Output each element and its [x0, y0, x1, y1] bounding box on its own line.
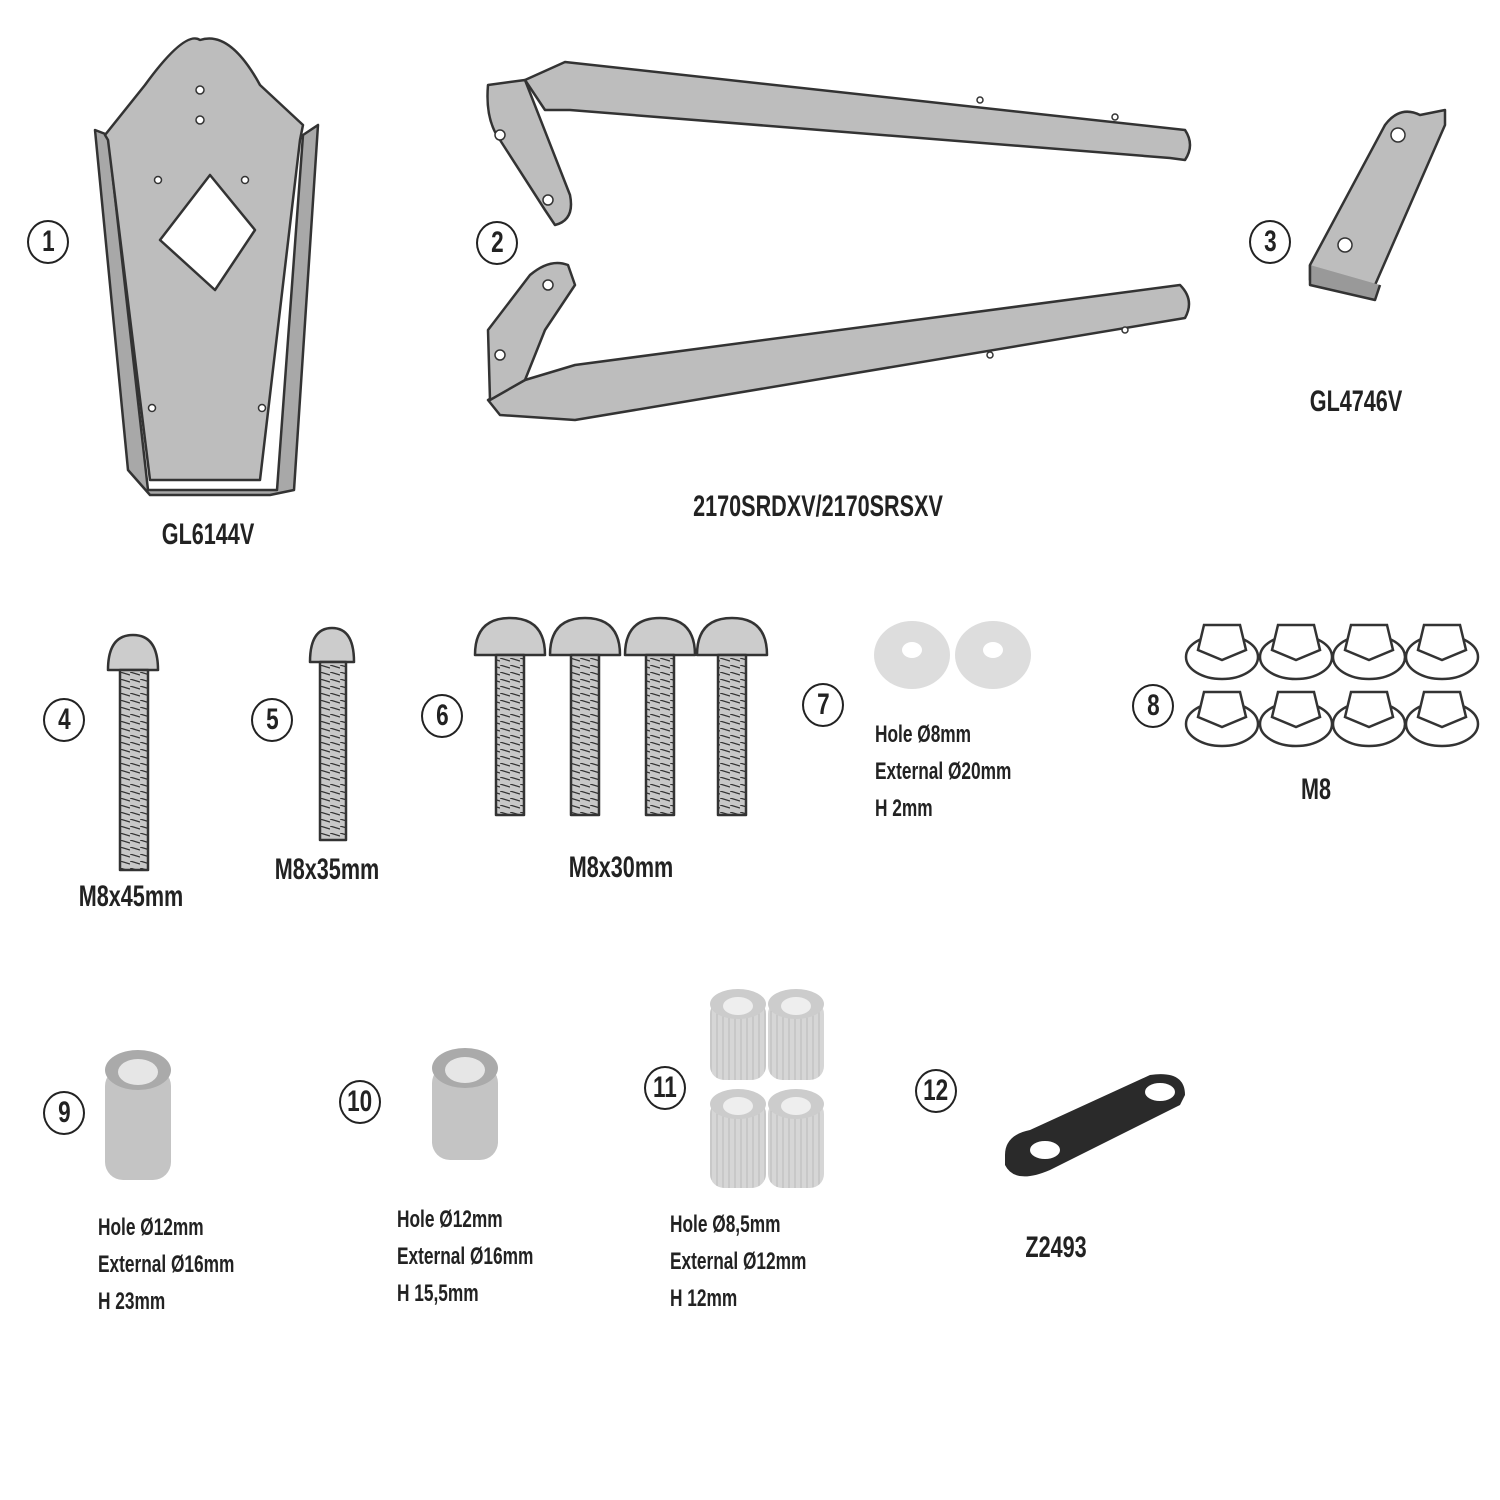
spec-external: External Ø16mm — [98, 1251, 235, 1278]
part-number-11: 11 — [644, 1066, 686, 1110]
part-label-12: Z2493 — [1025, 1231, 1087, 1264]
part-number-12: 12 — [915, 1069, 957, 1113]
spec-height: H 23mm — [98, 1288, 166, 1315]
part-number-8: 8 — [1132, 684, 1174, 728]
spacers-12mm — [710, 989, 824, 1188]
part-label-1: GL6144V — [161, 518, 255, 551]
side-arms-2170srdxv-2170srsxv — [486, 60, 1192, 422]
spec-external: External Ø16mm — [397, 1243, 534, 1270]
spec-hole: Hole Ø12mm — [397, 1206, 503, 1233]
part-number-7: 7 — [802, 683, 844, 727]
part-label-2: 2170SRDXV/2170SRSXV — [693, 490, 943, 523]
part-label-4: M8x45mm — [78, 880, 184, 913]
spec-external: External Ø20mm — [875, 758, 1012, 785]
bracket-gl4746v — [1308, 108, 1447, 302]
part-number-1: 1 — [27, 220, 69, 264]
part-number-10: 10 — [339, 1080, 381, 1124]
part-number-9: 9 — [43, 1091, 85, 1135]
part-label-8: M8 — [1300, 773, 1332, 806]
plate-z2493 — [1005, 1074, 1185, 1177]
flange-nuts-m8 — [1184, 623, 1480, 748]
part-number-5: 5 — [251, 698, 293, 742]
part-number-6: 6 — [421, 694, 463, 738]
part-label-3: GL4746V — [1309, 385, 1403, 418]
part-number-3: 3 — [1249, 220, 1291, 264]
spec-hole: Hole Ø8,5mm — [670, 1211, 781, 1238]
bolt-m8x35 — [308, 626, 356, 842]
spec-height: H 2mm — [875, 795, 933, 822]
bolt-m8x45 — [106, 633, 160, 872]
spec-external: External Ø12mm — [670, 1248, 807, 1275]
part-specs-7: Hole Ø8mm External Ø20mm H 2mm — [875, 716, 1011, 827]
bracket-plate-gl6144v — [93, 37, 320, 497]
washers — [874, 621, 1031, 689]
spec-hole: Hole Ø12mm — [98, 1214, 204, 1241]
part-number-4: 4 — [43, 698, 85, 742]
part-specs-10: Hole Ø12mm External Ø16mm H 15,5mm — [397, 1201, 533, 1312]
spec-hole: Hole Ø8mm — [875, 721, 972, 748]
part-label-5: M8x35mm — [274, 853, 380, 886]
spec-height: H 12mm — [670, 1285, 738, 1312]
spacer-23mm — [105, 1050, 171, 1180]
part-number-2: 2 — [476, 221, 518, 265]
part-specs-11: Hole Ø8,5mm External Ø12mm H 12mm — [670, 1206, 806, 1317]
part-specs-9: Hole Ø12mm External Ø16mm H 23mm — [98, 1209, 234, 1320]
spec-height: H 15,5mm — [397, 1280, 479, 1307]
spacer-15-5mm — [432, 1048, 498, 1160]
part-label-6: M8x30mm — [568, 851, 674, 884]
bolts-m8x30 — [473, 616, 769, 817]
